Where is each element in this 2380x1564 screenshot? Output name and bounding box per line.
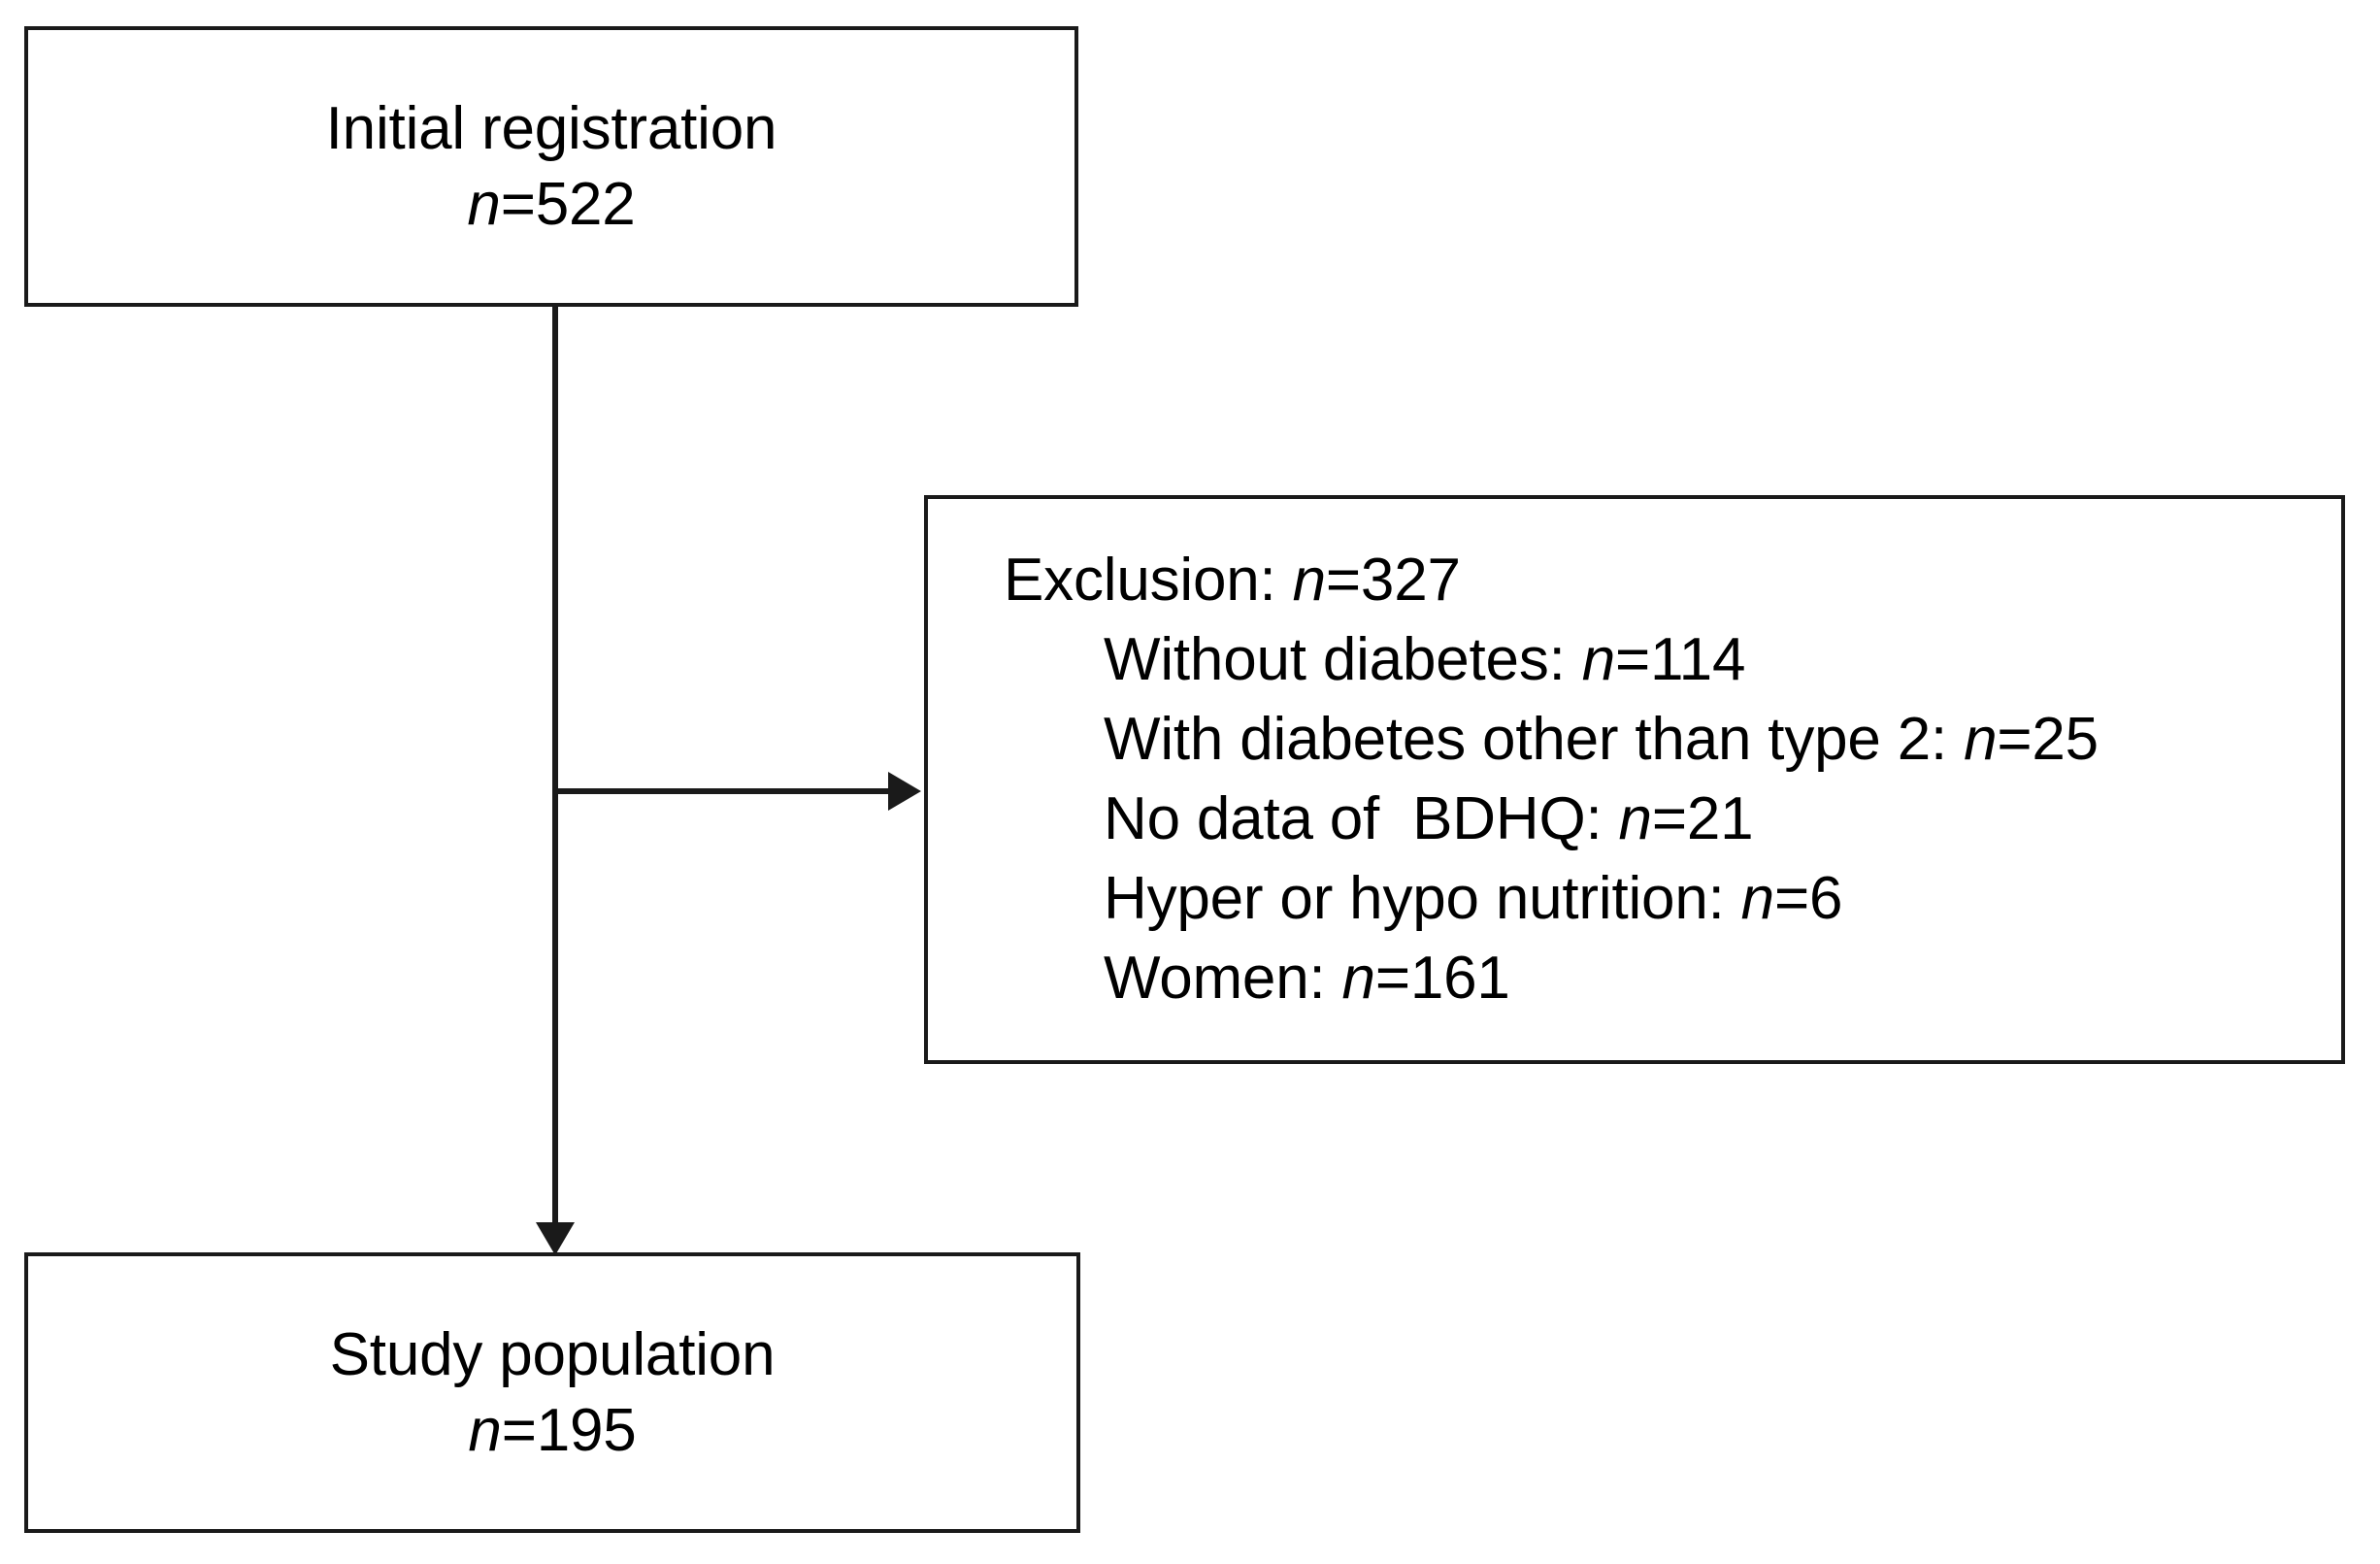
- count-value: 195: [536, 1396, 637, 1464]
- italic-n-glyph: n: [1618, 785, 1652, 852]
- exclusion-item: No data of BDHQ: n=21: [1004, 780, 1754, 859]
- count-separator: =: [1773, 865, 1809, 932]
- exclusion-item-label: Without diabetes:: [1104, 626, 1566, 693]
- count-separator: =: [1614, 626, 1650, 693]
- node-study-population: Study population n=195: [24, 1252, 1080, 1533]
- exclusion-item: Hyper or hypo nutrition: n=6: [1004, 859, 1842, 939]
- count-value: 522: [535, 170, 636, 238]
- connector-vertical-line: [552, 307, 558, 1237]
- count-value: 25: [2032, 706, 2099, 773]
- exclusion-item-label: Hyper or hypo nutrition:: [1104, 865, 1725, 932]
- connector-horizontal-line: [555, 788, 890, 794]
- space: [1276, 547, 1293, 614]
- arrow-down-icon: [536, 1222, 575, 1255]
- count-separator: =: [500, 170, 536, 238]
- count-separator: =: [501, 1396, 537, 1464]
- count-value: 6: [1808, 865, 1843, 932]
- exclusion-item-label: Women:: [1104, 945, 1326, 1012]
- space: [1326, 945, 1342, 1012]
- exclusion-item-label: No data of BDHQ:: [1104, 785, 1603, 852]
- italic-n-glyph: n: [1292, 547, 1326, 614]
- italic-n-glyph: n: [1740, 865, 1774, 932]
- count-value: 327: [1360, 547, 1461, 614]
- space: [1725, 865, 1741, 932]
- italic-n-glyph: n: [1964, 706, 1998, 773]
- exclusion-header-label: Exclusion:: [1004, 547, 1276, 614]
- space: [1603, 785, 1619, 852]
- space: [1947, 706, 1964, 773]
- italic-n-glyph: n: [1581, 626, 1615, 693]
- node-exclusion: Exclusion: n=327 Without diabetes: n=114…: [924, 495, 2345, 1064]
- node-study-population-count: n=195: [468, 1395, 636, 1466]
- count-separator: =: [1997, 706, 2033, 773]
- count-separator: =: [1374, 945, 1410, 1012]
- count-value: 114: [1650, 626, 1746, 693]
- node-study-population-title: Study population: [329, 1321, 776, 1389]
- count-separator: =: [1651, 785, 1687, 852]
- exclusion-item: Without diabetes: n=114: [1004, 620, 1745, 700]
- count-value: 161: [1409, 945, 1510, 1012]
- node-initial-registration: Initial registration n=522: [24, 26, 1078, 307]
- exclusion-item: With diabetes other than type 2: n=25: [1004, 700, 2099, 780]
- italic-n-glyph: n: [467, 170, 501, 238]
- italic-n-glyph: n: [1341, 945, 1375, 1012]
- node-initial-registration-count: n=522: [467, 169, 635, 240]
- italic-n-glyph: n: [468, 1396, 502, 1464]
- exclusion-item-label: With diabetes other than type 2:: [1104, 706, 1948, 773]
- count-separator: =: [1325, 547, 1361, 614]
- arrow-right-icon: [888, 772, 921, 811]
- space: [1566, 626, 1582, 693]
- exclusion-item: Women: n=161: [1004, 939, 1510, 1018]
- exclusion-header: Exclusion: n=327: [1004, 541, 1461, 620]
- count-value: 21: [1686, 785, 1754, 852]
- node-initial-registration-title: Initial registration: [325, 95, 777, 163]
